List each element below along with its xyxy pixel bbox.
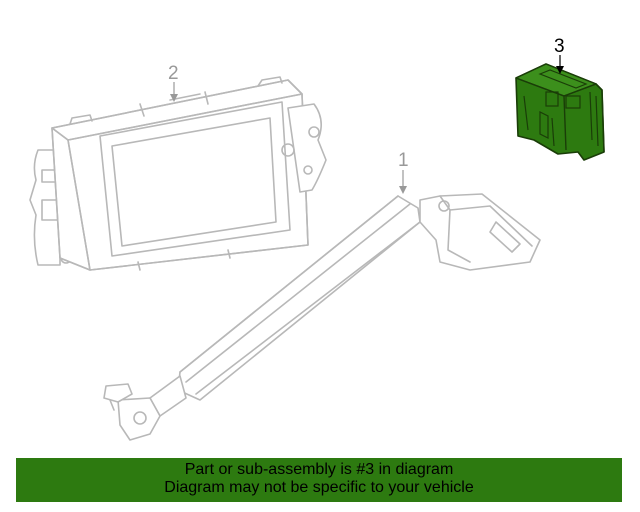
callout-3: 3 [554, 36, 565, 74]
part-1-mounting-bracket [103, 193, 541, 441]
info-banner: Part or sub-assembly is #3 in diagram Di… [16, 458, 622, 502]
banner-line-2: Diagram may not be specific to your vehi… [164, 479, 474, 496]
callout-2-label: 2 [168, 63, 179, 84]
banner-line-1: Part or sub-assembly is #3 in diagram [184, 461, 454, 478]
callout-3-label: 3 [554, 36, 565, 57]
callout-1-label: 1 [398, 150, 409, 171]
callout-2: 2 [168, 63, 179, 102]
part-3-control-module [515, 63, 605, 161]
part-2-display-unit [29, 76, 327, 271]
parts-diagram: 2 1 3 [29, 36, 605, 441]
callout-1: 1 [398, 150, 409, 194]
